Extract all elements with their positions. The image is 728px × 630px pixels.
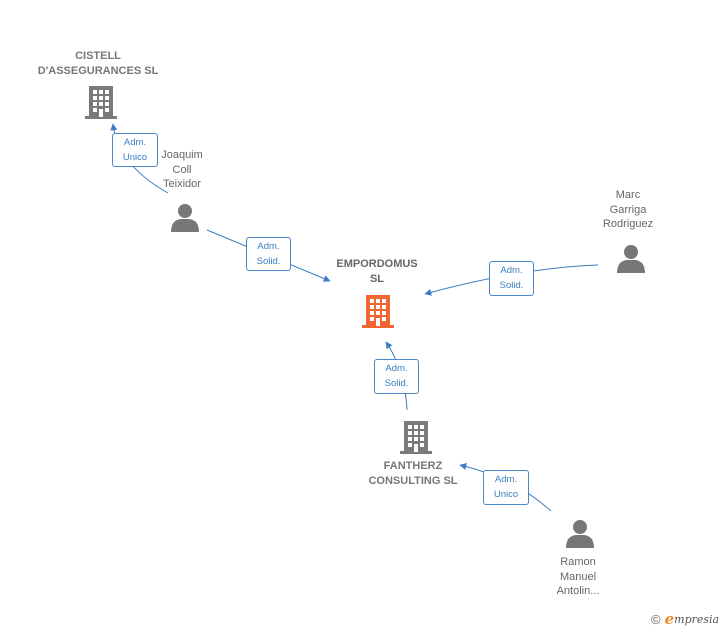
relation-subtype: Solid. [499, 280, 524, 291]
company-label-empordomus[interactable]: EMPORDOMUS SL [336, 257, 417, 286]
brand-logo-text: mpresia [674, 612, 720, 626]
person-name-line1: Ramon [560, 556, 596, 568]
relation-badge-joaquim-empordomus[interactable]: Adm. Solid. [246, 237, 291, 271]
person-name-line3: Antolin... [556, 585, 600, 597]
brand-footer: © e mpresia [651, 609, 719, 629]
person-icon[interactable] [170, 203, 200, 232]
company-label-fantherz[interactable]: FANTHERZ CONSULTING SL [368, 459, 457, 488]
person-name-line1: Marc [615, 189, 641, 201]
person-label-marc[interactable]: Marc Garriga Rodriguez [603, 188, 653, 232]
copyright-symbol: © [651, 611, 661, 627]
person-name-line2: Manuel [559, 570, 597, 583]
relation-badge-ramon-fantherz[interactable]: Adm. Unico [483, 470, 529, 505]
building-icon[interactable] [362, 294, 394, 328]
relation-type: Adm. [257, 241, 280, 252]
person-name-line2: Garriga [609, 203, 647, 216]
company-name-line2: D'ASSEGURANCES SL [37, 64, 159, 77]
relation-subtype: Solid. [384, 378, 409, 389]
relation-type: Adm. [123, 137, 147, 148]
relation-type: Adm. [494, 474, 518, 485]
person-icon[interactable] [565, 519, 595, 548]
relation-subtype: Solid. [256, 256, 281, 267]
person-name-line3: Teixidor [163, 178, 201, 190]
person-label-ramon[interactable]: Ramon Manuel Antolin... [557, 555, 600, 599]
building-icon[interactable] [400, 420, 432, 454]
relation-badge-marc-empordomus[interactable]: Adm. Solid. [489, 261, 534, 296]
person-icon[interactable] [616, 244, 646, 273]
relation-badge-joaquim-cistell[interactable]: Adm. Unico [112, 133, 158, 167]
relation-badge-fantherz-empordomus[interactable]: Adm. Solid. [374, 359, 419, 394]
building-icon[interactable] [85, 85, 117, 119]
person-label-joaquim[interactable]: Joaquim Coll Teixidor [161, 148, 203, 192]
company-label-cistell[interactable]: CISTELL D'ASSEGURANCES SL [38, 49, 159, 78]
person-name-line1: Joaquim [161, 149, 203, 161]
relation-type: Adm. [500, 265, 523, 276]
company-name-line1: CISTELL [75, 50, 121, 62]
brand-logo-initial: e [664, 610, 675, 628]
company-name-line1: FANTHERZ [383, 460, 443, 472]
company-name-line2: CONSULTING SL [368, 474, 458, 487]
person-name-line3: Rodriguez [602, 218, 654, 230]
relation-subtype: Unico [122, 152, 148, 163]
relation-subtype: Unico [493, 489, 519, 500]
company-name-line1: EMPORDOMUS [336, 258, 418, 270]
company-name-line2: SL [369, 272, 385, 285]
relation-type: Adm. [385, 363, 408, 374]
person-name-line2: Coll [172, 163, 192, 176]
